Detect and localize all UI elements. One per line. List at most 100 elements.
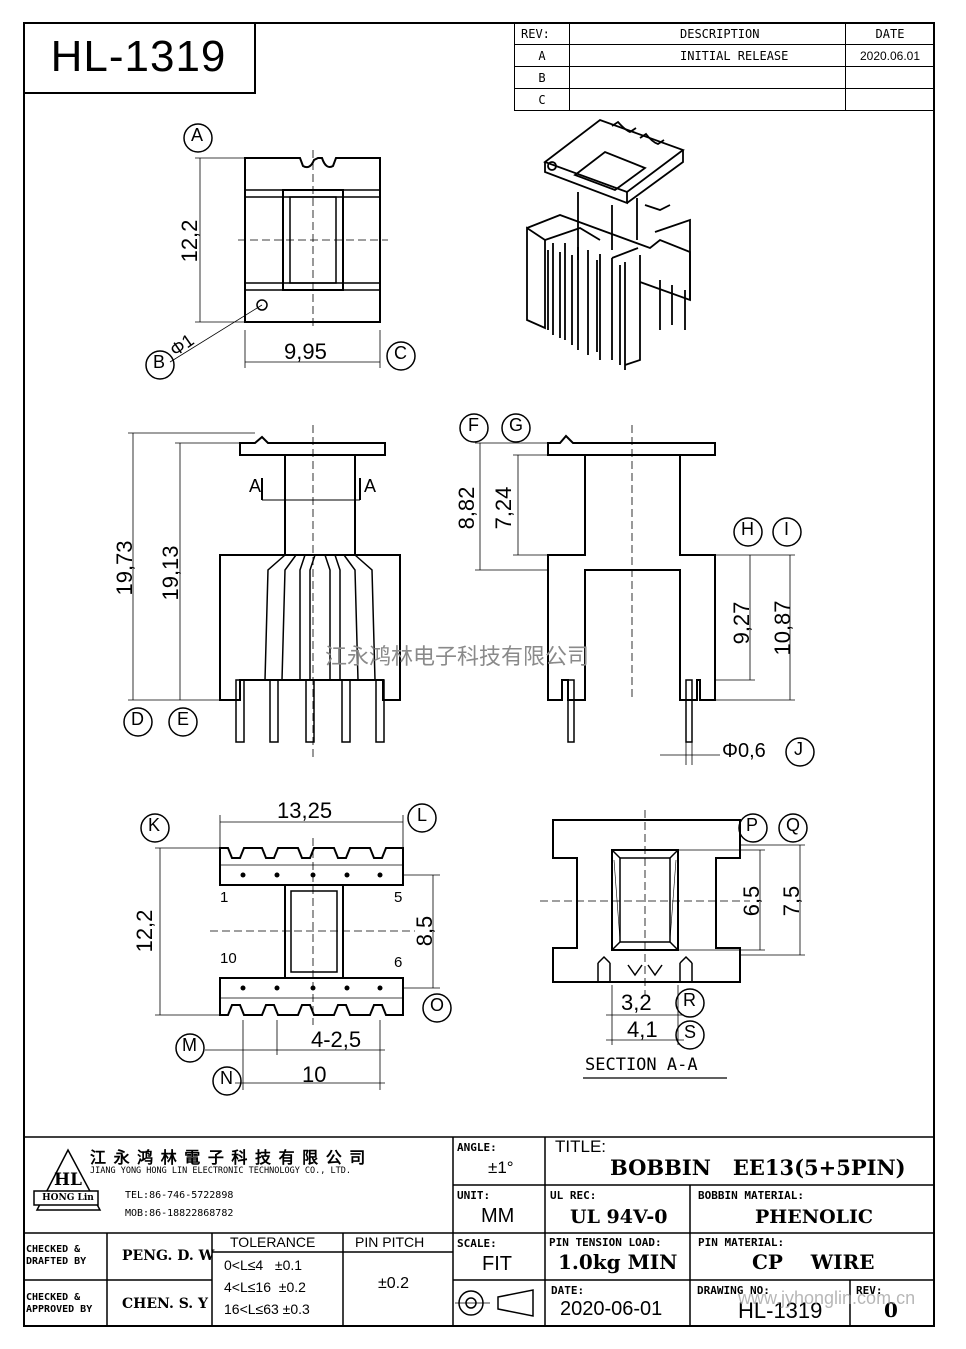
callout-b: B [153, 352, 166, 372]
logo-text: HONG Lin [42, 1193, 94, 1203]
tolerance-row-3: 16<L≤63 ±0.3 [224, 1301, 310, 1317]
dim-pin-row: 10 [302, 1062, 327, 1087]
date-cell-a: 2020.06.01 [845, 44, 935, 67]
checked-drafted-value: PENG. D. W [122, 1248, 215, 1264]
bobbin-material-value: PHENOLIC [755, 1206, 874, 1228]
callout-a: A [191, 125, 204, 145]
watermark: 江永鸿林电子科技有限公司 [325, 645, 590, 670]
dim-front-h2: 19,13 [158, 545, 183, 601]
bobbin-material-label: BOBBIN MATERIAL: [698, 1189, 804, 1202]
bottom-view [155, 815, 440, 1090]
rev-label: REV: [856, 1284, 883, 1297]
date-value: 2020-06-01 [560, 1298, 663, 1320]
drawing-frame [23, 22, 935, 1327]
pin-material-value: CP WIRE [752, 1250, 875, 1274]
callout-d: D [131, 709, 144, 729]
revision-table: REV: DESCRIPTION DATE A INITIAL RELEASE … [514, 22, 935, 111]
callout-s: S [684, 1022, 697, 1042]
logo-letters: HL [54, 1170, 83, 1190]
checked-drafted-label: CHECKED & DRAFTED BY [26, 1244, 87, 1267]
tolerance-row-2: 4<L≤16 ±0.2 [224, 1279, 306, 1295]
callout-g: G [509, 415, 524, 435]
date-header: DATE [845, 22, 935, 45]
tolerance-label: TOLERANCE [230, 1234, 316, 1250]
unit-value: MM [481, 1205, 515, 1227]
isometric-view [526, 118, 691, 370]
pin-tension-value: 1.0kg MIN [558, 1250, 678, 1274]
callout-h: H [741, 519, 754, 539]
ul-label: UL REC: [550, 1189, 597, 1202]
pin-number-5: 5 [394, 889, 403, 906]
dim-sec-h1: 6,5 [739, 885, 764, 917]
dim-top-height: 12,2 [177, 219, 202, 263]
company-mob: MOB:86-18822868782 [125, 1208, 234, 1219]
site-watermark: www.jyhonglin.com.cn [738, 1288, 916, 1308]
title-value: BOBBIN EE13(5+5PIN) [610, 1155, 906, 1180]
date-label: DATE: [551, 1284, 585, 1297]
dim-sec-w1: 3,2 [621, 990, 652, 1015]
pin-number-1: 1 [220, 889, 229, 906]
dim-side-h2: 7,24 [491, 486, 516, 530]
dim-sec-w2: 4,1 [627, 1017, 658, 1042]
callout-p: P [746, 815, 759, 835]
top-view [169, 150, 388, 368]
callout-e: E [177, 709, 190, 729]
section-mark-right: A [364, 476, 377, 496]
rev-value: 0 [884, 1298, 898, 1322]
rev-cell-c: C [514, 88, 570, 111]
model-number: HL-1319 [23, 22, 256, 94]
callout-j: J [794, 739, 803, 759]
dim-pin-pitch: 4-2,5 [311, 1027, 362, 1052]
dim-bottom-height: 12,2 [132, 909, 157, 953]
description-header: DESCRIPTION [569, 22, 846, 45]
callout-r: R [683, 990, 696, 1010]
callout-q: Q [786, 815, 801, 835]
pin-pitch-label: PIN PITCH [355, 1234, 425, 1250]
callout-n: N [220, 1068, 233, 1088]
dim-side-h1: 8,82 [454, 486, 479, 530]
section-view [540, 810, 805, 1079]
callout-o: O [430, 995, 445, 1015]
checked-approved-value: CHEN. S. Y [122, 1296, 209, 1312]
dim-front-h1: 19,73 [112, 540, 137, 596]
drawing-no-value: HL-1319 [738, 1298, 823, 1323]
scale-label: SCALE: [457, 1237, 497, 1250]
callout-l: L [417, 805, 428, 825]
side-view [475, 425, 795, 765]
angle-label: ANGLE: [457, 1141, 497, 1154]
callout-f: F [468, 415, 479, 435]
company-name-cn: 江 永 鸿 林 電 子 科 技 有 限 公 司 [90, 1148, 367, 1167]
pin-number-10: 10 [220, 950, 237, 967]
title-label: TITLE: [555, 1137, 607, 1156]
drawing-no-label: DRAWING NO: [697, 1284, 770, 1297]
section-caption: SECTION A-A [585, 1055, 698, 1075]
dim-side-h4: 10,87 [770, 600, 795, 656]
tolerance-row-1: 0<L≤4 ±0.1 [224, 1257, 303, 1273]
front-view [128, 425, 401, 760]
dim-sec-h2: 7,5 [779, 885, 804, 917]
callout-c: C [394, 343, 407, 363]
scale-value: FIT [482, 1253, 512, 1275]
pin-material-label: PIN MATERIAL: [698, 1236, 785, 1249]
title-block-grid [23, 1136, 935, 1327]
dim-bottom-width: 13,25 [277, 798, 333, 823]
date-cell-c [845, 88, 935, 111]
pin-number-6: 6 [394, 954, 403, 971]
callout-circles [123, 123, 815, 1096]
section-mark-left: A [249, 476, 262, 496]
unit-label: UNIT: [457, 1189, 491, 1202]
company-name-en: JIANG YONG HONG LIN ELECTRONIC TECHNOLOG… [90, 1166, 351, 1176]
pin-pitch-value: ±0.2 [378, 1275, 410, 1292]
dim-bottom-span: 8,5 [412, 915, 437, 947]
pin-tension-label: PIN TENSION LOAD: [549, 1236, 662, 1249]
dim-pin-dia: Φ0,6 [722, 740, 766, 762]
ul-value: UL 94V-0 [570, 1206, 668, 1228]
callout-k: K [148, 815, 161, 835]
angle-value: ±1° [488, 1158, 514, 1177]
dim-side-h3: 9,27 [729, 601, 754, 645]
dim-top-width: 9,95 [284, 339, 327, 364]
checked-approved-label: CHECKED & APPROVED BY [26, 1292, 93, 1315]
company-tel: TEL:86-746-5722898 [125, 1190, 234, 1201]
callout-m: M [182, 1035, 197, 1055]
